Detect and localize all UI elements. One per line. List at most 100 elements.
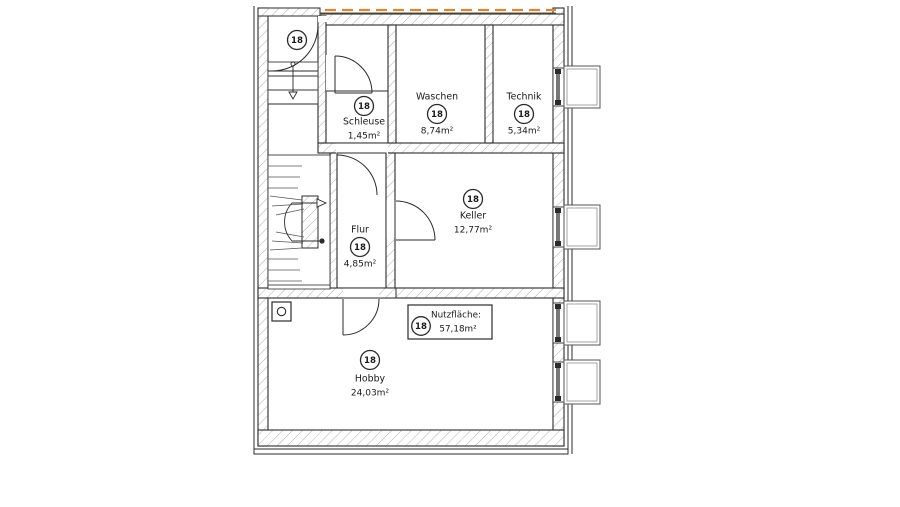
door-arc-schleuse bbox=[334, 55, 373, 94]
unit-badge-circle bbox=[349, 236, 371, 258]
opening-flur-schleuse bbox=[336, 143, 388, 154]
opening-hobby bbox=[343, 288, 379, 299]
room-area: 12,77m² bbox=[454, 226, 493, 236]
exterior-wall-left bbox=[257, 7, 269, 447]
window-hinge bbox=[555, 208, 561, 213]
stair-up-arrow-icon bbox=[316, 198, 328, 208]
room-outline-waschen bbox=[395, 24, 486, 144]
room-name: Hobby bbox=[355, 374, 386, 385]
summary-value: 57,18m² bbox=[439, 325, 476, 335]
window-hinge bbox=[555, 304, 561, 309]
unit-badge-circle bbox=[426, 103, 448, 125]
exterior-wall-bottom bbox=[257, 429, 565, 447]
unit-badge-stairhall: 18 bbox=[286, 29, 308, 51]
window-hobby-1 bbox=[552, 300, 601, 346]
lightwell-inner bbox=[566, 303, 598, 343]
room-name: Schleuse bbox=[343, 117, 385, 128]
room-area: 24,03m² bbox=[351, 389, 390, 399]
lightwell bbox=[563, 204, 601, 250]
interior-wall-schleuse-waschen bbox=[387, 24, 397, 144]
stair-winder bbox=[267, 154, 331, 290]
room-area: 5,34m² bbox=[508, 127, 541, 137]
interior-wall-stair-flur bbox=[329, 152, 338, 291]
lightwell-inner bbox=[566, 68, 598, 106]
interior-wall-waschen-technik bbox=[484, 24, 494, 144]
stair-newel bbox=[301, 195, 319, 249]
window-sash bbox=[556, 209, 560, 245]
door-swing-entry bbox=[268, 24, 319, 72]
stair-treads-upper bbox=[268, 165, 302, 189]
foundation-outline-bottom bbox=[253, 448, 569, 455]
room-number: 18 bbox=[431, 110, 443, 120]
summary-label: Nutzfläche: bbox=[431, 311, 481, 321]
window-hinge bbox=[555, 363, 561, 368]
window-sash bbox=[556, 305, 560, 341]
door-arc-hobby bbox=[342, 298, 380, 336]
exterior-wall-top bbox=[317, 13, 565, 26]
stair-treads-winder-lower bbox=[269, 231, 305, 251]
door-arc-keller bbox=[395, 200, 436, 241]
stair-upper-flight bbox=[267, 61, 319, 105]
stair-winder-outline bbox=[267, 154, 331, 289]
room-area: 8,74m² bbox=[421, 127, 454, 137]
stair-treads-winder-upper bbox=[269, 195, 305, 216]
window-hinge bbox=[555, 337, 561, 342]
stair-bottom-landing bbox=[267, 284, 331, 290]
window-hobby-2 bbox=[552, 359, 601, 405]
door-openings bbox=[318, 16, 396, 299]
room-label-hobby: 18 Hobby 24,03m² bbox=[351, 349, 390, 399]
lightwell bbox=[563, 65, 601, 109]
stair-treads-lower bbox=[268, 258, 302, 282]
window-hinge bbox=[555, 396, 561, 401]
window-keller bbox=[552, 204, 601, 250]
door-arc-flur bbox=[336, 154, 378, 196]
lightwell bbox=[563, 359, 601, 405]
stair-walkline-start-dot bbox=[319, 238, 325, 244]
window-hinge bbox=[555, 241, 561, 246]
window-hinge bbox=[555, 100, 561, 105]
stair-walking-line bbox=[284, 202, 320, 242]
door-swings bbox=[334, 55, 436, 336]
unit-badge-circle bbox=[513, 103, 535, 125]
room-outline-schleuse bbox=[325, 90, 389, 144]
room-name: Keller bbox=[460, 211, 486, 222]
unit-badge-circle bbox=[286, 29, 308, 51]
room-area: 1,45m² bbox=[348, 132, 381, 142]
windows-right bbox=[552, 65, 601, 405]
room-name: Waschen bbox=[416, 92, 458, 103]
room-label-waschen: Waschen 18 8,74m² bbox=[416, 92, 458, 137]
interior-wall-hobby-top bbox=[257, 287, 565, 299]
window-hinge bbox=[555, 69, 561, 74]
window-sash bbox=[556, 364, 560, 400]
room-name: Technik bbox=[506, 92, 543, 103]
unit-badge-circle bbox=[359, 349, 381, 371]
unit-badge-circle bbox=[353, 95, 375, 117]
column-circle-icon bbox=[276, 306, 287, 317]
room-label-keller: 18 Keller 12,77m² bbox=[454, 188, 493, 236]
room-label-schleuse: 18 Schleuse 1,45m² bbox=[343, 95, 385, 142]
interior-wall-stair-schleuse bbox=[317, 15, 327, 144]
opening-schleuse-stair bbox=[326, 55, 335, 91]
column-symbol bbox=[271, 301, 292, 322]
room-number: 18 bbox=[358, 102, 370, 112]
unit-badge-label: 18 bbox=[291, 36, 303, 46]
summary-number: 18 bbox=[415, 322, 427, 332]
opening-stair-top bbox=[318, 16, 327, 22]
room-number: 18 bbox=[518, 110, 530, 120]
stairshaft-head-wall bbox=[257, 7, 321, 17]
lightwell bbox=[563, 300, 601, 346]
room-outline-flur bbox=[336, 152, 387, 289]
room-area: 4,85m² bbox=[344, 260, 377, 270]
room-name: Flur bbox=[351, 225, 369, 236]
room-number: 18 bbox=[364, 356, 376, 366]
room-label-flur: Flur 18 4,85m² bbox=[344, 225, 377, 270]
room-label-technik: Technik 18 5,34m² bbox=[506, 92, 543, 137]
room-number: 18 bbox=[354, 243, 366, 253]
summary-box: 18 Nutzfläche: 57,18m² bbox=[407, 304, 493, 340]
door-arc-entry bbox=[271, 24, 319, 72]
lightwell-inner bbox=[566, 362, 598, 402]
wall-jog-flur-hobby bbox=[377, 287, 397, 299]
